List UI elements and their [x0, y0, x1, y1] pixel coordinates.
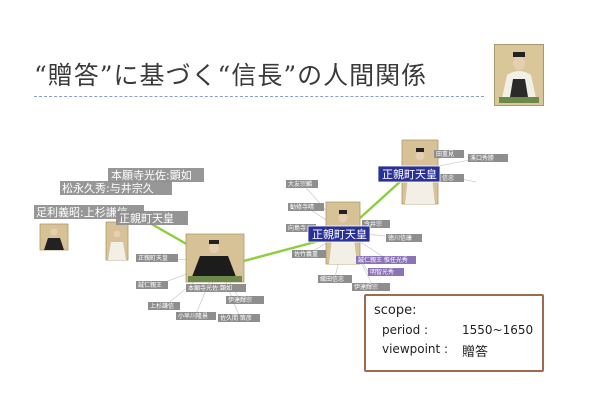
label-keiguchi: 溪口秀勝: [470, 154, 494, 162]
scope-heading: scope:: [374, 303, 417, 318]
label-kennyo: 本願寺光佐:顕如: [111, 168, 192, 182]
label-shintaku: 信忠: [442, 174, 454, 182]
label-date: 伊達輝宗: [228, 296, 252, 304]
portrait-nobunaga-main: [185, 233, 245, 283]
label-kutsuki: 勧修寺晴: [290, 203, 314, 211]
label-akechi-purple: 明智光秀: [370, 268, 394, 276]
scope-period-value: 1550~1650: [462, 323, 534, 337]
nobunaga-portrait-thumbnail: [494, 44, 544, 106]
label-uesugi: 上杉謙信: [150, 302, 174, 310]
label-sasaki: 佐竹義重: [294, 250, 318, 258]
label-tokugawa: 徳川信康: [388, 234, 412, 242]
label-ogimachi-right: 正親町天皇: [382, 167, 437, 181]
label-mukou: 向島寺: [288, 224, 306, 232]
label-oda: 織田信忠: [320, 275, 344, 283]
label-matsunaga: 松永久秀:与井宗久: [62, 181, 154, 195]
label-ashikaga: 足利義昭:上杉謙信: [36, 205, 128, 219]
label-hongan2: 本願寺光佐:顕如: [188, 284, 232, 292]
label-seishin-1: 正親町天皇: [138, 254, 168, 262]
scope-viewpoint-label: viewpoint :: [382, 342, 449, 356]
label-ogimachi-left: 正親町天皇: [119, 211, 174, 225]
scope-box: scope: period : 1550~1650 viewpoint : 贈答: [364, 294, 544, 372]
label-sakuma: 佐久間 策彦: [220, 314, 252, 322]
label-kobayakawa: 小早川隆景: [178, 312, 208, 320]
title-divider: [34, 96, 484, 97]
label-seijin-purple: 誠仁親王 惟任光秀: [358, 256, 408, 264]
label-imai: 今井宗: [364, 220, 382, 228]
slide-title: “贈答”に基づく“信長”の人間関係: [34, 61, 428, 90]
label-otomo: 大友宗麟: [288, 180, 312, 188]
label-tamon: 田重見: [436, 150, 454, 158]
portrait-left-small: [39, 223, 69, 251]
scope-period-label: period :: [382, 323, 429, 337]
label-date2: 伊達輝宗: [354, 283, 378, 291]
scope-viewpoint-value: 贈答: [462, 345, 489, 360]
portrait-left-mid: [105, 221, 129, 261]
label-seishin-2: 誠仁親王: [138, 281, 162, 289]
label-ogimachi-center: 正親町天皇: [312, 227, 367, 241]
edge-center-right: [359, 179, 403, 219]
